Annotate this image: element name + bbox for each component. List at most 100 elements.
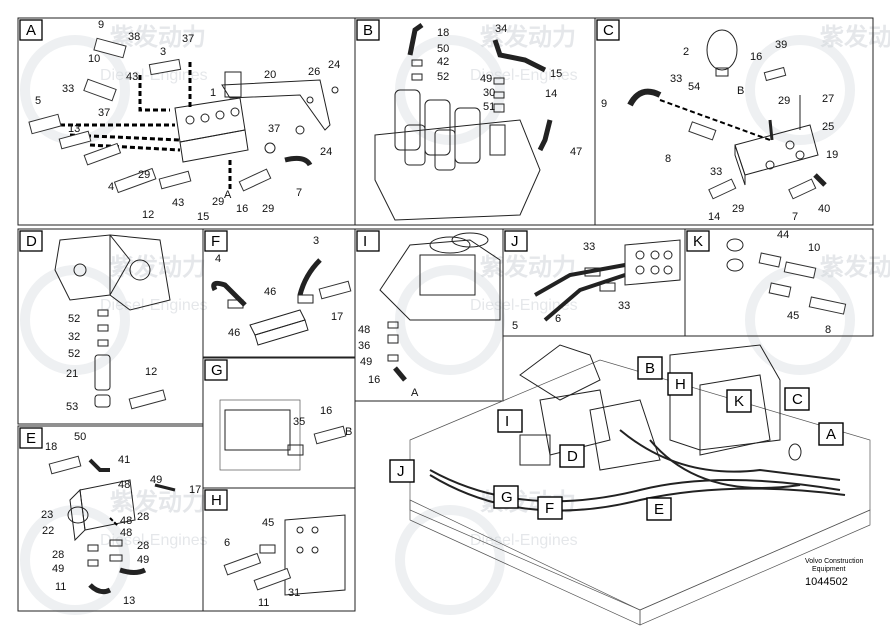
part-label-e-50: 50 <box>74 431 86 443</box>
callout-box-a <box>818 422 844 446</box>
panel-c-drawing <box>627 29 827 200</box>
part-label-b-52: 52 <box>437 71 449 83</box>
callout-box-j <box>389 459 415 483</box>
watermark-cn: 紫发动力 <box>480 253 576 281</box>
part-label-d-21: 21 <box>66 368 78 380</box>
watermark-en: Diesel-Engines <box>470 297 578 314</box>
panel-letter-j: J <box>511 233 519 250</box>
part-label-k-45: 45 <box>787 310 799 322</box>
panel-k-drawing <box>726 238 847 315</box>
part-label-a-37: 37 <box>268 123 280 135</box>
part-label-c-25: 25 <box>822 121 834 133</box>
part-label-c-29: 29 <box>732 203 744 215</box>
part-label-a-13: 13 <box>68 123 80 135</box>
part-label-c-7: 7 <box>792 211 798 223</box>
panel-frames <box>17 17 874 612</box>
part-label-a-12: 12 <box>142 209 154 221</box>
panel-letter-f: F <box>211 233 220 250</box>
part-label-a-20: 20 <box>264 69 276 81</box>
part-label-d-12: 12 <box>145 366 157 378</box>
part-label-j-33: 33 <box>618 300 630 312</box>
part-label-a-33: 33 <box>62 83 74 95</box>
callout-box-k <box>726 389 752 413</box>
part-label-e-48: 48 <box>120 527 132 539</box>
panel-letter-box <box>19 230 43 252</box>
watermark-en: Diesel-Engines <box>470 532 578 549</box>
panel-letter-box <box>356 19 380 41</box>
panel-letter-e: E <box>26 430 36 447</box>
part-label-h-45: 45 <box>262 517 274 529</box>
part-label-i-36: 36 <box>358 340 370 352</box>
panel-e-drawing <box>48 455 176 595</box>
part-label-b-47: 47 <box>570 146 582 158</box>
panel-f-drawing <box>211 258 352 346</box>
part-label-j-5: 5 <box>512 320 518 332</box>
part-label-a-37: 37 <box>182 33 194 45</box>
part-label-e-22: 22 <box>42 525 54 537</box>
watermark-cn: 紫发动力 <box>820 253 890 281</box>
callout-box-d <box>559 444 585 468</box>
panel-letter-box <box>686 230 710 252</box>
watermark-en: Diesel-Engines <box>100 297 208 314</box>
part-label-e-41: 41 <box>118 454 130 466</box>
caption-block: Volvo Construction Equipment 1044502 <box>805 558 863 588</box>
part-label-i-48: 48 <box>358 324 370 336</box>
part-label-c-33: 33 <box>710 166 722 178</box>
panel-a-drawing <box>28 37 339 194</box>
part-label-b-50: 50 <box>437 43 449 55</box>
caption-line2: Equipment <box>812 566 846 573</box>
part-label-a-a: A <box>224 189 232 201</box>
part-label-a-9: 9 <box>98 19 104 31</box>
part-label-a-1: 1 <box>210 87 216 99</box>
panel-letter-box <box>204 230 228 252</box>
panel-letter-i: I <box>363 233 367 250</box>
part-label-f-17: 17 <box>331 311 343 323</box>
part-label-e-17: 17 <box>189 484 201 496</box>
part-label-b-51: 51 <box>483 101 495 113</box>
part-label-c-8: 8 <box>665 153 671 165</box>
part-label-j-33: 33 <box>583 241 595 253</box>
part-label-a-43: 43 <box>126 71 138 83</box>
part-label-f-3: 3 <box>313 235 319 247</box>
panel-letter-k: K <box>693 233 703 250</box>
part-label-c-33: 33 <box>670 73 682 85</box>
part-label-i-a: A <box>411 387 419 399</box>
part-label-c-2: 2 <box>683 46 689 58</box>
panel-letter-c: C <box>603 22 614 39</box>
part-label-a-5: 5 <box>35 95 41 107</box>
part-label-f-46: 46 <box>264 286 276 298</box>
part-label-d-32: 32 <box>68 331 80 343</box>
part-label-h-31: 31 <box>288 587 300 599</box>
panel-c-frame <box>594 17 874 226</box>
part-label-b-42: 42 <box>437 56 449 68</box>
part-label-b-34: 34 <box>495 23 507 35</box>
part-label-e-48: 48 <box>118 479 130 491</box>
part-label-e-48: 48 <box>120 515 132 527</box>
part-label-a-24: 24 <box>320 146 332 158</box>
part-label-h-6: 6 <box>224 537 230 549</box>
part-label-c-27: 27 <box>822 93 834 105</box>
part-label-b-49: 49 <box>480 73 492 85</box>
panel-letter-box <box>596 19 620 41</box>
callout-letter-h: H <box>675 376 686 393</box>
part-label-a-29: 29 <box>212 196 224 208</box>
part-label-a-29: 29 <box>262 203 274 215</box>
callout-box-h <box>667 372 693 396</box>
panel-letter-g: G <box>211 362 223 379</box>
part-label-h-11: 11 <box>258 597 269 609</box>
callout-letter-k: K <box>734 393 744 410</box>
callout-box-b <box>637 356 663 380</box>
part-label-d-52: 52 <box>68 313 80 325</box>
panel-letter-box <box>204 489 228 511</box>
part-label-e-28: 28 <box>137 511 149 523</box>
panel-j-drawing <box>534 239 681 322</box>
panel-letter-h: H <box>211 492 222 509</box>
part-label-c-40: 40 <box>818 203 830 215</box>
callout-letter-c: C <box>792 391 803 408</box>
watermark-en: Diesel-Engines <box>470 67 578 84</box>
part-label-i-49: 49 <box>360 356 372 368</box>
